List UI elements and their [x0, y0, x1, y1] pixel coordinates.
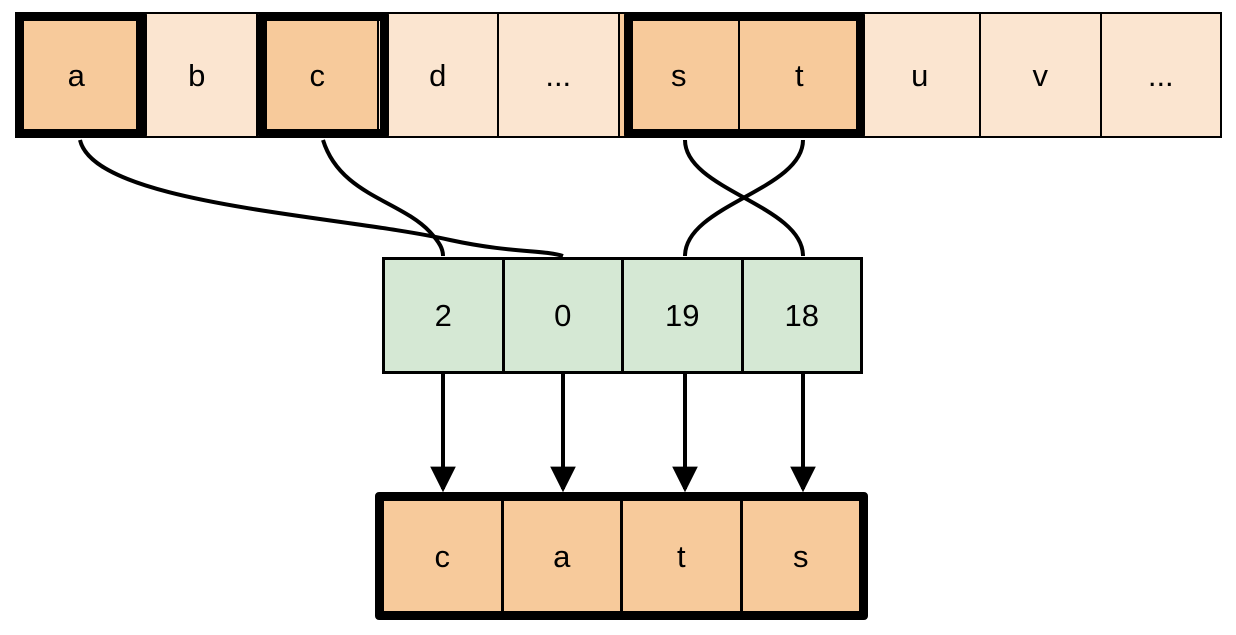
alphabet-cell-label: b	[188, 57, 206, 93]
curve-t-to-19	[683, 139, 805, 257]
alphabet-cell-label: t	[794, 57, 804, 93]
alphabet-cell-label: ...	[545, 57, 572, 93]
alphabet-cell-label: s	[671, 57, 687, 93]
curve-s-to-18	[683, 139, 805, 257]
result-cell-2[interactable]: t	[620, 501, 740, 611]
alphabet-cell-v[interactable]: v	[979, 12, 1102, 138]
alphabet-cell-t[interactable]: t	[738, 12, 861, 138]
index-cell-value: 2	[434, 298, 452, 333]
index-cell-3[interactable]: 18	[740, 257, 863, 374]
result-cell-0[interactable]: c	[384, 501, 501, 611]
index-cell-value: 19	[665, 298, 700, 333]
index-row: 2 0 19 18	[382, 257, 863, 374]
result-cell-3[interactable]: s	[739, 501, 859, 611]
alphabet-cell-u[interactable]: u	[858, 12, 981, 138]
alphabet-cell-label: c	[309, 57, 326, 93]
result-cell-label: a	[553, 538, 571, 574]
index-cell-0[interactable]: 2	[382, 257, 505, 374]
alphabet-cell-label: v	[1032, 57, 1049, 93]
alphabet-row: a b c d ... s t u v ...	[15, 12, 1222, 138]
index-cell-2[interactable]: 19	[621, 257, 744, 374]
alphabet-cell-d[interactable]: d	[376, 12, 499, 138]
alphabet-cell-s[interactable]: s	[617, 12, 740, 138]
index-cell-1[interactable]: 0	[501, 257, 624, 374]
result-row: c a t s	[375, 492, 868, 620]
alphabet-cell-label: ...	[1147, 57, 1174, 93]
index-cell-value: 0	[554, 298, 572, 333]
alphabet-cell-label: a	[67, 57, 85, 93]
curve-c-to-2	[321, 139, 445, 257]
result-cell-label: s	[793, 538, 809, 574]
alphabet-cell-ellipsis-1[interactable]: ...	[497, 12, 620, 138]
result-cell-label: c	[434, 538, 451, 574]
index-cell-value: 18	[784, 298, 819, 333]
curve-a-to-0	[78, 139, 564, 258]
alphabet-cell-label: d	[429, 57, 447, 93]
alphabet-cell-b[interactable]: b	[135, 12, 258, 138]
alphabet-cell-a[interactable]: a	[15, 12, 138, 138]
alphabet-cell-label: u	[911, 57, 929, 93]
alphabet-cell-c[interactable]: c	[256, 12, 379, 138]
result-cell-1[interactable]: a	[500, 501, 620, 611]
alphabet-cell-ellipsis-2[interactable]: ...	[1099, 12, 1222, 138]
result-cell-label: t	[676, 538, 686, 574]
